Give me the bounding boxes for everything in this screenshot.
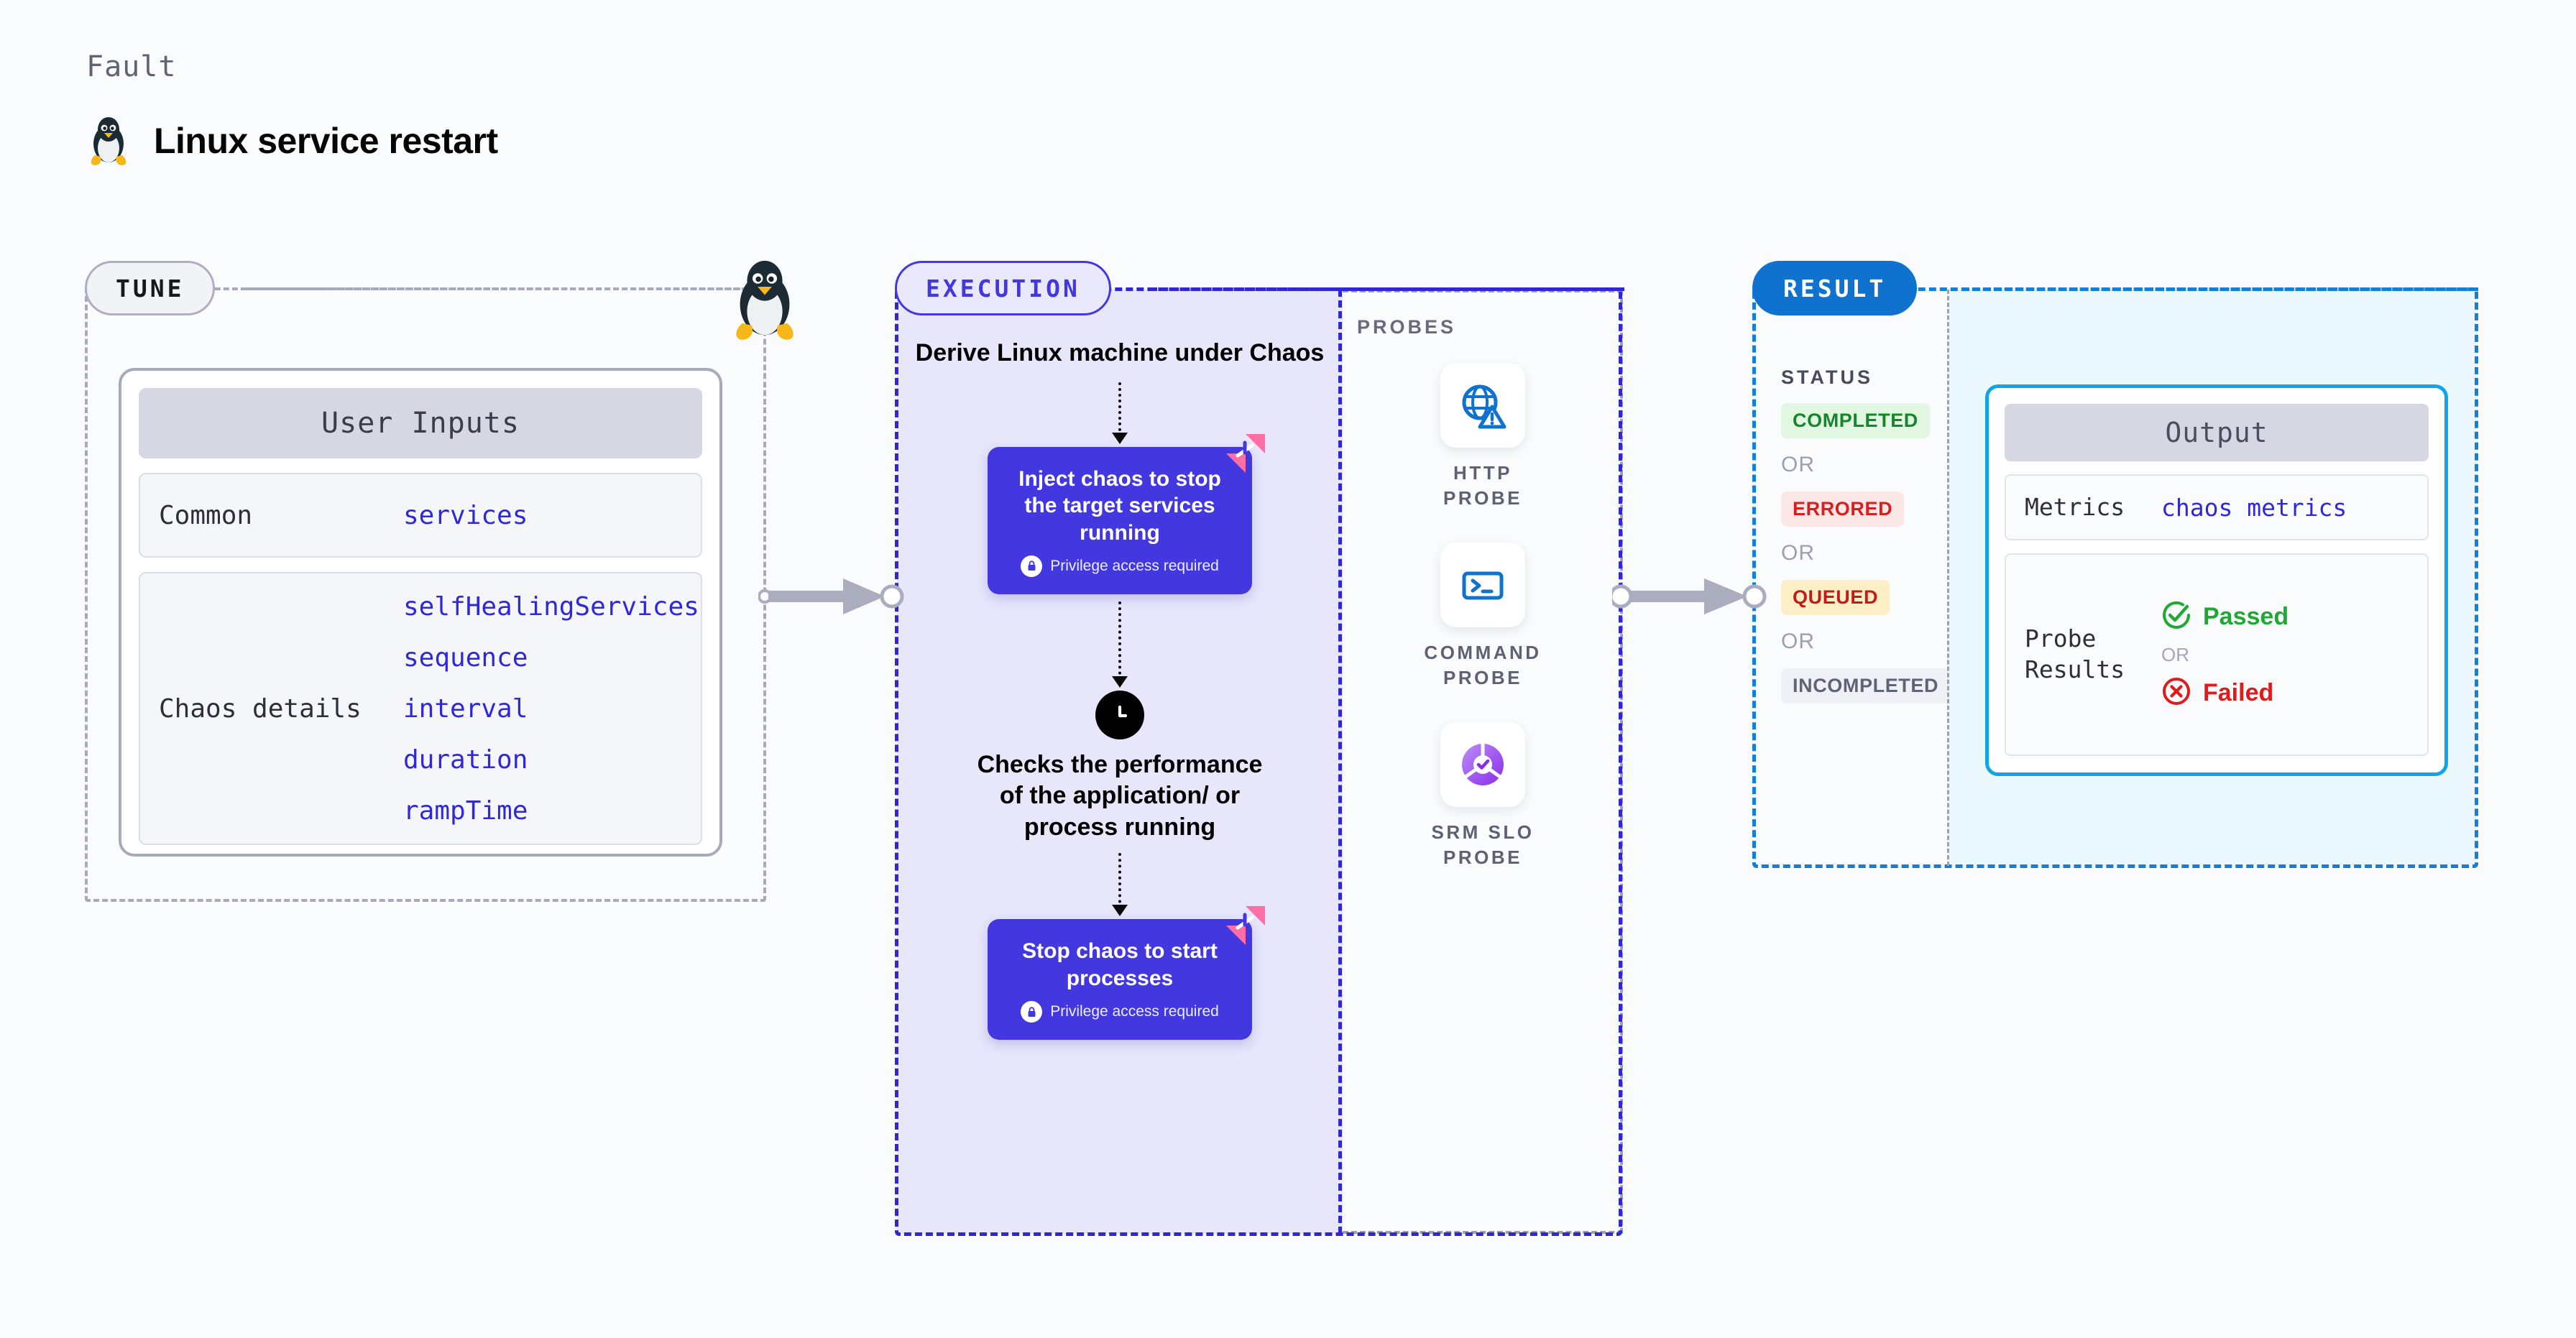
step-derive-machine: Derive Linux machine under Chaos: [915, 339, 1325, 366]
page-title: Linux service restart: [154, 121, 498, 161]
linux-penguin-icon: [86, 115, 131, 167]
privilege-text: Privilege access required: [1050, 1003, 1219, 1020]
metrics-label: Metrics: [2025, 492, 2125, 521]
status-or-label: OR: [1781, 453, 1815, 476]
flow-arrow: [1112, 853, 1128, 917]
param-ramptime[interactable]: rampTime: [403, 795, 528, 826]
node-title: Inject chaos to stop the target services…: [1018, 466, 1221, 545]
tune-connector-line: [244, 287, 748, 290]
input-group-label: Chaos details: [159, 693, 362, 724]
flow-arrow: [1112, 382, 1128, 444]
param-interval[interactable]: interval: [403, 693, 528, 724]
status-badge-incompleted: INCOMPLETED: [1781, 668, 1951, 703]
step-checks-performance: Checks the performance of the applicatio…: [977, 750, 1263, 841]
user-inputs-card: User Inputs Common services Chaos detail…: [119, 368, 722, 857]
privilege-text: Privilege access required: [1050, 557, 1219, 574]
probes-heading: PROBES: [1357, 316, 1457, 338]
probe-item-http[interactable]: HTTP PROBE: [1411, 363, 1555, 511]
result-stage-badge[interactable]: RESULT: [1752, 261, 1918, 315]
globe-warning-icon: [1440, 363, 1525, 448]
node-stop-chaos[interactable]: Stop chaos to start processes Privilege …: [988, 906, 1265, 1041]
status-heading: STATUS: [1781, 366, 1873, 388]
probe-item-srm-slo[interactable]: SRM SLO PROBE: [1411, 722, 1555, 870]
verdict-passed: Passed: [2161, 600, 2288, 634]
status-or-label: OR: [1781, 541, 1815, 565]
failed-label: Failed: [2203, 678, 2274, 706]
execution-inner-divider: [1338, 290, 1342, 1234]
param-sequence[interactable]: sequence: [403, 642, 528, 673]
result-column-divider: [1947, 290, 1949, 866]
check-circle-icon: [2161, 600, 2191, 634]
probe-item-command[interactable]: COMMAND PROBE: [1411, 543, 1555, 691]
privilege-badge: Privilege access required: [1021, 555, 1219, 577]
metrics-value[interactable]: chaos metrics: [2161, 493, 2347, 522]
flow-arrow: [1112, 601, 1128, 688]
x-circle-icon: [2161, 676, 2191, 710]
connector-execution-to-result: [1609, 571, 1777, 625]
input-group-label: Common: [159, 500, 253, 530]
status-badge-completed: COMPLETED: [1781, 403, 1930, 438]
harness-logo-icon: [1223, 431, 1268, 476]
linux-target-penguin-icon: [722, 257, 807, 342]
status-badge-queued: QUEUED: [1781, 580, 1890, 615]
status-badge-errored: ERRORED: [1781, 492, 1905, 527]
status-or-label: OR: [1781, 629, 1815, 653]
terminal-icon: [1440, 543, 1525, 628]
input-group-values: selfHealingServices sequence interval du…: [403, 592, 699, 826]
passed-label: Passed: [2203, 602, 2289, 630]
param-selfhealingservices[interactable]: selfHealingServices: [403, 591, 699, 622]
privilege-badge: Privilege access required: [1021, 1001, 1219, 1023]
tune-stage-badge[interactable]: TUNE: [85, 261, 216, 315]
status-list: STATUS COMPLETED OR ERRORED OR QUEUED OR…: [1781, 366, 1951, 703]
input-group-values: services: [403, 501, 528, 530]
param-services[interactable]: services: [403, 500, 528, 530]
connector-tune-to-execution: [758, 571, 909, 625]
clock-icon: [1095, 690, 1144, 739]
lock-icon: [1021, 555, 1043, 577]
output-card: Output Metrics chaos metrics Probe Resul…: [1985, 384, 2448, 776]
input-group-common: Common services: [139, 473, 702, 558]
probe-verdicts: Passed OR Failed: [2161, 600, 2288, 710]
probe-label: SRM SLO PROBE: [1431, 821, 1535, 869]
result-top-dash: [1962, 287, 2478, 291]
harness-logo-icon: [1223, 903, 1268, 948]
output-row-metrics: Metrics chaos metrics: [2005, 474, 2429, 540]
output-row-probe-results: Probe Results Passed OR: [2005, 553, 2429, 756]
output-title: Output: [2005, 404, 2429, 461]
execution-top-dash: [1150, 287, 1624, 291]
execution-stage-badge[interactable]: EXECUTION: [895, 261, 1111, 315]
result-status-column: [1754, 290, 1947, 866]
verdict-or-label: OR: [2161, 643, 2189, 665]
execution-flow: Derive Linux machine under Chaos Inject …: [897, 338, 1343, 1041]
slo-donut-check-icon: [1440, 722, 1525, 808]
fault-eyebrow-label: Fault: [86, 50, 177, 83]
lock-icon: [1021, 1001, 1043, 1023]
fault-title-row: Linux service restart: [86, 115, 498, 167]
verdict-failed: Failed: [2161, 676, 2288, 710]
user-inputs-title: User Inputs: [139, 388, 702, 458]
node-inject-chaos[interactable]: Inject chaos to stop the target services…: [988, 433, 1265, 594]
probe-label: COMMAND PROBE: [1424, 642, 1542, 689]
node-title: Stop chaos to start processes: [1022, 939, 1218, 991]
probes-list: HTTP PROBE COMMAND PROBE: [1343, 363, 1623, 871]
probe-label: HTTP PROBE: [1443, 462, 1522, 509]
probe-results-label: Probe Results: [2025, 624, 2125, 683]
param-duration[interactable]: duration: [403, 744, 528, 775]
input-group-chaos-details: Chaos details selfHealingServices sequen…: [139, 572, 702, 845]
